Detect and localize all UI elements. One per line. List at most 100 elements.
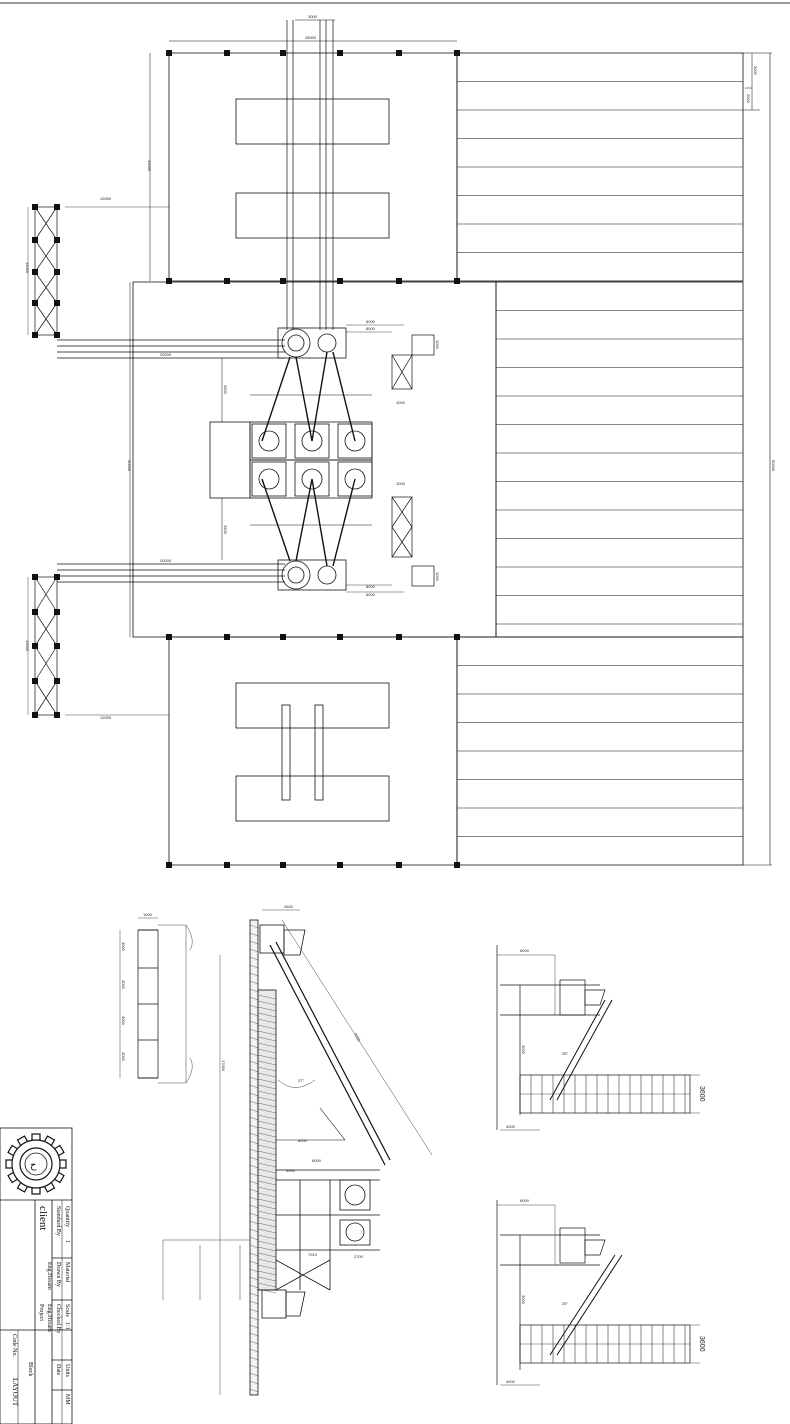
dim-plan-arm-upper-2: 12000: [100, 196, 112, 201]
column-marker: [224, 634, 230, 640]
drawing-line: [249, 932, 259, 937]
column-marker: [280, 278, 286, 284]
drawing-line: [257, 1012, 277, 1018]
drawing-line: [257, 994, 277, 1000]
drawing-line: [249, 1124, 259, 1129]
plan-view: [27, 19, 772, 868]
column-marker: [54, 643, 60, 649]
drawing-line: [249, 1372, 259, 1377]
drawing-line: [249, 1300, 259, 1305]
drawing-line: [249, 996, 259, 1001]
side-elevation-2-labels: 6000 3000 3600 25° 4000: [506, 1198, 705, 1384]
column-marker: [224, 278, 230, 284]
column-marker: [54, 300, 60, 306]
dim-elev-height: 17000: [221, 1060, 226, 1072]
svg-text:ح: ح: [30, 1160, 37, 1171]
dim-side2-h: 3000: [521, 1295, 526, 1305]
drawing-line: [249, 1204, 259, 1209]
drawing-line: [257, 1042, 277, 1048]
drawing-line: [257, 1000, 277, 1006]
drawing-line: [257, 1114, 277, 1120]
tb-standard-label: Standard By: [55, 1206, 61, 1236]
column-marker: [54, 678, 60, 684]
tb-sheet-title: LAYOUT: [11, 1378, 19, 1407]
drawing-line: [249, 1324, 259, 1329]
drawing-line: [257, 1030, 277, 1036]
tb-scale-value: 1:1: [64, 1322, 70, 1330]
dim-bin-small-2: 1000: [396, 481, 406, 486]
dim-plan-arm-lower-2: 12000: [100, 715, 112, 720]
drawing-line: [249, 1332, 259, 1337]
drawing-line: [257, 1084, 277, 1090]
drawing-line: [257, 1282, 277, 1288]
drawing-line: [249, 940, 259, 945]
drawing-line: [249, 964, 259, 969]
drawing-line: [257, 1096, 277, 1102]
dim-plan-left-mid: 14000: [25, 262, 30, 274]
tb-material-label: Material: [64, 1262, 70, 1283]
dim-side1-h: 3000: [521, 1045, 526, 1055]
drawing-line: [257, 1228, 277, 1234]
drawing-line: [257, 1246, 277, 1252]
drawing-line: [249, 948, 259, 953]
column-marker: [32, 574, 38, 580]
column-marker: [166, 862, 172, 868]
drawing-line: [249, 924, 259, 929]
drawing-line: [249, 1068, 259, 1073]
plan-batching-plant: [209, 327, 373, 591]
drawing-line: [257, 1192, 277, 1198]
drawing-line: [249, 1236, 259, 1241]
drawing-line: [249, 1228, 259, 1233]
dim-elev-bottom-2: 2700: [354, 1254, 364, 1259]
drawing-line: [249, 1364, 259, 1369]
main-elevation: [162, 909, 433, 1396]
drawing-line: [257, 1222, 277, 1228]
plan-right-rows-upper: [457, 81, 743, 253]
dim-plan-left-wall: 50000: [127, 460, 132, 472]
drawing-line: [249, 1172, 259, 1177]
drawing-line: [257, 1204, 277, 1210]
drawing-line: [249, 1020, 259, 1025]
drawing-line: [249, 1100, 259, 1105]
dim-side1-len: 3600: [698, 1086, 705, 1102]
plan-right-rows-lower: [457, 665, 743, 837]
title-block: [0, 1127, 73, 1424]
column-marker: [454, 50, 460, 56]
drawing-line: [249, 1268, 259, 1273]
drawing-line: [249, 1044, 259, 1049]
plan-upper-pad-2: [235, 192, 390, 239]
drawing-line: [249, 1244, 259, 1249]
drawing-line: [257, 1132, 277, 1138]
column-marker: [280, 634, 286, 640]
dim-side2-len: 3600: [698, 1336, 705, 1352]
column-marker: [54, 237, 60, 243]
column-marker: [337, 634, 343, 640]
column-marker: [166, 634, 172, 640]
drawing-line: [249, 1260, 259, 1265]
dim-plan-right-small-1: 3000: [753, 66, 758, 76]
drawing-line: [257, 1090, 277, 1096]
column-marker: [454, 862, 460, 868]
side1-grid: [520, 1075, 690, 1113]
drawing-line: [249, 1180, 259, 1185]
drawing-line: [249, 988, 259, 993]
dim-side2-top: 6000: [520, 1198, 530, 1203]
drawing-line: [249, 972, 259, 977]
drawing-line: [257, 1144, 277, 1150]
column-marker: [396, 50, 402, 56]
drawing-line: [257, 1270, 277, 1276]
column-marker: [54, 712, 60, 718]
dim-elev-top: 2600: [284, 904, 294, 909]
drawing-line: [257, 1276, 277, 1282]
drawing-line: [249, 1380, 259, 1385]
column-marker: [32, 712, 38, 718]
dim-elev-mid-2: 6000: [312, 1158, 322, 1163]
tb-quantity-value: 1: [64, 1240, 70, 1243]
plan-dimension-labels: 26000 3000 20000 20000 12000 12000 6000 …: [25, 14, 776, 720]
column-marker: [396, 634, 402, 640]
drawing-line: [257, 1240, 277, 1246]
tb-date-label: Date: [55, 1364, 61, 1376]
drawing-line: [249, 1276, 259, 1281]
column-marker: [54, 332, 60, 338]
column-marker: [224, 50, 230, 56]
